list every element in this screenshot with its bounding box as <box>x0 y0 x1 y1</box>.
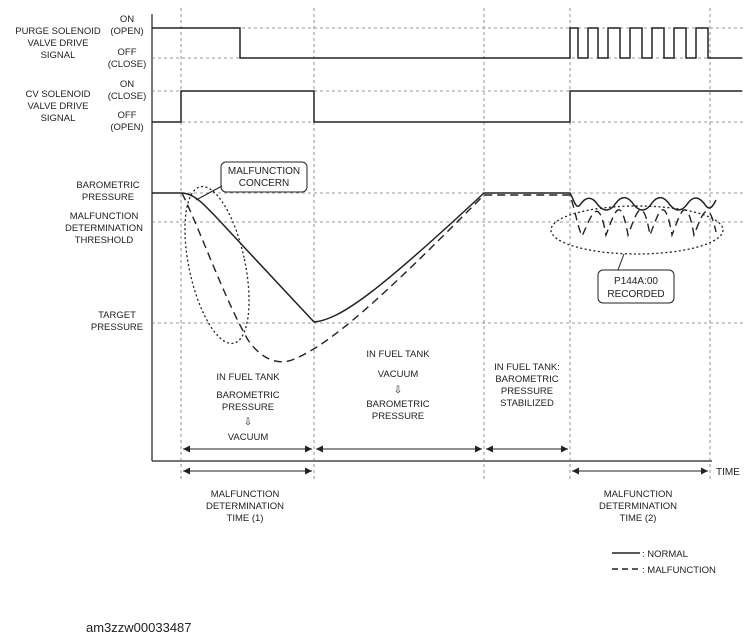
legend-malfunction-label: : MALFUNCTION <box>642 565 716 576</box>
det-time2-line1: MALFUNCTION <box>604 489 673 500</box>
concern-callout-line2: CONCERN <box>239 178 290 189</box>
cv-off-1: OFF <box>118 110 137 121</box>
purge-title-1: PURGE SOLENOID <box>15 26 101 37</box>
figure-caption: am3zzw00033487 <box>86 620 192 635</box>
purge-on-1: ON <box>120 14 134 25</box>
det-time2-line3: TIME (2) <box>620 513 657 524</box>
phase3-line1: IN FUEL TANK: <box>494 362 560 373</box>
cv-title-1: CV SOLENOID <box>26 89 91 100</box>
phase2-line5: BAROMETRIC <box>366 399 429 410</box>
phase2-arrow: ⇩ <box>394 385 402 396</box>
determination-arrows <box>183 467 708 475</box>
cv-title-2: VALVE DRIVE <box>28 101 89 112</box>
cv-on-2: (CLOSE) <box>108 91 147 102</box>
phase3-line2: BAROMETRIC <box>495 374 558 385</box>
malfunction-pressure-curve <box>181 192 717 363</box>
phase2-line1: IN FUEL TANK <box>366 349 430 360</box>
cv-title-3: SIGNAL <box>41 113 76 124</box>
threshold-label-1: MALFUNCTION <box>70 211 139 222</box>
phase1-arrow: ⇩ <box>244 417 252 428</box>
concern-callout-pointer <box>195 185 223 201</box>
concern-callout-box <box>220 161 308 193</box>
det-time1-line3: TIME (1) <box>227 513 264 524</box>
normal-pressure-curve <box>152 192 717 323</box>
phase3-line3: PRESSURE <box>501 386 553 397</box>
phase1-line6: VACUUM <box>228 432 269 443</box>
purge-title-3: SIGNAL <box>41 50 76 61</box>
purge-off-2: (CLOSE) <box>108 59 147 70</box>
threshold-label-3: THRESHOLD <box>75 235 134 246</box>
phase-arrows <box>183 445 568 453</box>
phase1-line4: PRESSURE <box>222 402 274 413</box>
phase1-line3: BAROMETRIC <box>216 390 279 401</box>
purge-off-1: OFF <box>118 47 137 58</box>
recorded-callout-line1: P144A:00 <box>614 276 658 287</box>
det-time1-line1: MALFUNCTION <box>211 489 280 500</box>
phase2-line6: PRESSURE <box>372 411 424 422</box>
recorded-callout-line2: RECORDED <box>607 289 664 300</box>
legend: : NORMAL : MALFUNCTION <box>612 549 716 576</box>
recorded-callout-box <box>597 269 675 304</box>
concern-ellipse <box>184 185 250 345</box>
cv-off-2: (OPEN) <box>110 122 143 133</box>
purge-on-2: (OPEN) <box>110 26 143 37</box>
concern-callout-line1: MALFUNCTION <box>228 166 300 177</box>
recorded-ellipse <box>550 205 724 255</box>
recorded-callout-pointer <box>617 253 625 271</box>
target-label-2: PRESSURE <box>91 322 143 333</box>
det-time1-line2: DETERMINATION <box>206 501 284 512</box>
phase3-line4: STABILIZED <box>500 398 554 409</box>
purge-signal-trace <box>152 27 742 59</box>
time-axis-label: TIME <box>716 467 740 478</box>
phase1-line1: IN FUEL TANK <box>216 372 280 383</box>
det-time2-line2: DETERMINATION <box>599 501 677 512</box>
barometric-label-2: PRESSURE <box>82 192 134 203</box>
target-label-1: TARGET <box>98 310 136 321</box>
phase2-line3: VACUUM <box>378 369 419 380</box>
legend-normal-label: : NORMAL <box>642 549 688 560</box>
cv-on-1: ON <box>120 79 134 90</box>
purge-title-2: VALVE DRIVE <box>28 38 89 49</box>
cv-signal-trace <box>152 90 742 123</box>
barometric-label-1: BAROMETRIC <box>76 180 139 191</box>
threshold-label-2: DETERMINATION <box>65 223 143 234</box>
